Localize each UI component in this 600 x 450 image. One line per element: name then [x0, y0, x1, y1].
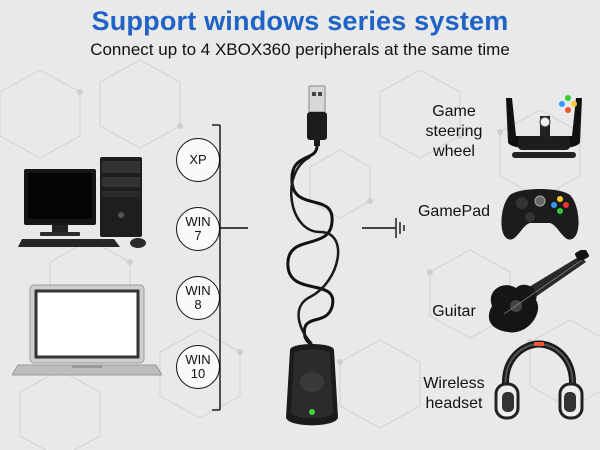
- laptop-image: [12, 284, 162, 376]
- desktop-computer-image: [18, 157, 146, 248]
- headset-image: [494, 340, 584, 420]
- steering-wheel-image: [506, 95, 582, 158]
- device-label-headset: Wireless headset: [423, 375, 485, 412]
- guitar-image: [488, 250, 589, 333]
- page-title: Support windows series system: [91, 6, 509, 36]
- os-badge-xp: XP: [176, 138, 220, 182]
- usb-wireless-receiver-image: [286, 85, 340, 426]
- device-label-guitar: Guitar: [432, 303, 476, 320]
- device-label-steering-wheel: Game steering wheel: [425, 103, 483, 160]
- page-subtitle: Connect up to 4 XBOX360 peripherals at t…: [90, 40, 510, 59]
- device-label-gamepad: GamePad: [417, 203, 491, 220]
- gamepad-image: [501, 189, 579, 240]
